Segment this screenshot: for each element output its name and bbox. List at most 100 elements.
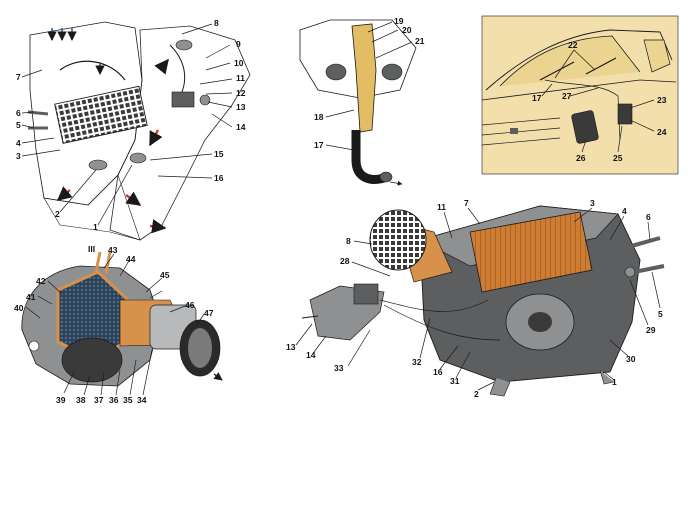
control-cable [389, 180, 403, 186]
grille-line [481, 117, 561, 126]
callout-label: 17 [314, 140, 324, 150]
control-cable [379, 299, 489, 312]
callout-label: 32 [412, 357, 422, 367]
vent-nozzle [129, 152, 147, 164]
grille-line [481, 137, 561, 146]
heater-radiator-grille [54, 85, 148, 144]
floor-outline [43, 174, 141, 241]
callout-label: 43 [108, 245, 118, 255]
rod-end [379, 171, 393, 183]
callout-label: 13 [286, 342, 296, 352]
callout-label: 7 [16, 72, 21, 82]
callout-label: 19 [394, 16, 404, 26]
car-roof-outline [485, 29, 673, 91]
callout-label: 21 [415, 36, 425, 46]
mounting-hole [28, 340, 40, 352]
callout-label: 15 [214, 149, 224, 159]
heater-assembly-view [295, 205, 665, 397]
callout-label: 20 [402, 25, 412, 35]
badge [510, 128, 518, 134]
callout-label: 2 [55, 209, 60, 219]
pivot-bushing [325, 63, 347, 81]
callout-label: 27 [562, 91, 572, 101]
view-label-section-III: III [88, 244, 95, 254]
callout-label: 2 [474, 389, 479, 399]
callouts-airflow-view: 8 9 10 11 12 13 14 15 16 7 6 5 4 3 2 1 [16, 18, 246, 232]
callout-label: 33 [334, 363, 344, 373]
wiper-arm [539, 61, 575, 81]
coolant-pipe [613, 264, 665, 278]
warm-air-arrow [148, 129, 163, 147]
mounting-foot [489, 377, 511, 397]
callouts-fan-section-view: 43 44 45 46 47 42 41 40 39 38 37 36 35 3… [14, 245, 214, 405]
coolant-pipe [609, 236, 661, 254]
fan-motor-hub [528, 312, 552, 332]
callout-label: 44 [126, 254, 136, 264]
callouts-tap-lever-view: 19 20 21 18 17 [314, 16, 425, 150]
callout-label: 31 [450, 376, 460, 386]
callout-label: 42 [36, 276, 46, 286]
callout-label: 6 [16, 108, 21, 118]
warm-air-arrow [154, 58, 169, 75]
callout-label: 46 [185, 300, 195, 310]
callout-label: 39 [56, 395, 66, 405]
callouts-car-exterior-view: 22 17 27 23 24 26 25 [532, 40, 667, 163]
fan-section-view: III [21, 244, 223, 396]
warm-air-arrow [56, 186, 73, 201]
callout-label: 14 [236, 122, 246, 132]
grille-line [481, 127, 561, 136]
tap-lever-view [299, 19, 417, 186]
heater-airflow-view [21, 21, 251, 241]
callout-label: 1 [612, 377, 617, 387]
warm-air-arrow [149, 219, 167, 234]
callout-label: 24 [657, 127, 667, 137]
callout-label: 38 [76, 395, 86, 405]
callout-label: 1 [93, 222, 98, 232]
callout-label: 8 [346, 236, 351, 246]
control-rod [301, 315, 319, 319]
callout-label: 22 [568, 40, 578, 50]
body-side-panel [109, 25, 251, 241]
fan-rotor-rim [188, 328, 212, 368]
pivot-bushing [381, 63, 403, 81]
callout-label: 36 [109, 395, 119, 405]
callout-label: 16 [214, 173, 224, 183]
hose-clamp [624, 266, 636, 278]
callout-label: 5 [16, 120, 21, 130]
callout-label: 26 [576, 153, 586, 163]
callout-label: 25 [613, 153, 623, 163]
callout-label: 41 [26, 292, 36, 302]
washer-tube [544, 79, 621, 141]
callout-label: 29 [646, 325, 656, 335]
air-intake-grille [369, 209, 427, 271]
control-cable [383, 304, 501, 341]
callout-label: 12 [236, 88, 246, 98]
callout-label: 11 [236, 73, 245, 83]
callout-label: 35 [123, 395, 133, 405]
heater-tap [171, 91, 195, 108]
callout-label: 11 [437, 202, 446, 212]
hood-line [481, 79, 677, 101]
callout-label: 5 [658, 309, 663, 319]
callout-label: 13 [236, 102, 246, 112]
callout-label: 30 [626, 354, 636, 364]
callout-label: 3 [16, 151, 21, 161]
callout-label: 6 [646, 212, 651, 222]
callout-label: 23 [657, 95, 667, 105]
washer-pump [617, 103, 633, 125]
callout-label: 16 [433, 367, 443, 377]
lever-rod [351, 130, 386, 184]
callout-label: 10 [234, 58, 244, 68]
callout-label: 9 [236, 39, 241, 49]
windshield [499, 35, 641, 87]
callout-label: 3 [590, 198, 595, 208]
impeller [61, 337, 123, 383]
wiper-arm [585, 57, 617, 75]
lever-rod-outline [355, 130, 385, 180]
heater-tap-knob [199, 94, 211, 106]
mounting-foot [599, 369, 615, 385]
callouts-heater-assembly-view: 11 7 3 4 6 8 28 5 29 13 14 33 32 16 31 2… [286, 198, 663, 399]
callout-label: 47 [204, 308, 214, 318]
